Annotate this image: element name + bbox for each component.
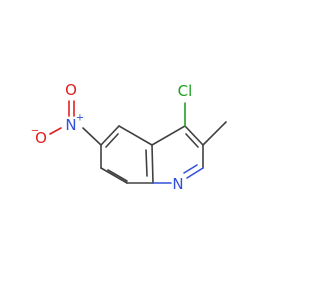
- nitro-oxygen-left-label: O: [35, 129, 47, 147]
- nitro-oxygen-left-charge: −: [31, 126, 39, 137]
- bond-c2-n1: [186, 167, 204, 179]
- bond-c4a-c5: [118, 125, 153, 146]
- bond-c7-c8-double: [107, 169, 128, 182]
- molecule-structure: Cl N N + O O −: [31, 81, 227, 193]
- bond-nitro-n-o-left: [49, 127, 62, 135]
- ring-nitrogen-label: N: [172, 175, 183, 193]
- substituents: [49, 100, 227, 146]
- bond-c3-methyl: [202, 121, 227, 146]
- bond-c4a-c4: [151, 125, 186, 146]
- bond-c2-n1-double: [183, 164, 198, 174]
- bond-c5-c6: [100, 125, 120, 146]
- bond-c4-c3: [184, 125, 204, 146]
- bond-c6-nitro-n: [82, 127, 102, 146]
- bond-c4-c3-double: [185, 133, 199, 148]
- nitro-nitrogen-charge: +: [76, 113, 84, 124]
- nitro-nitrogen-label: N: [65, 116, 76, 134]
- nitro-oxygen-top-label: O: [65, 81, 77, 99]
- quinoline-benzene-ring: [100, 125, 154, 184]
- atom-labels: Cl N N + O O −: [31, 81, 193, 193]
- bond-c7-c8: [100, 167, 128, 184]
- chlorine-label: Cl: [178, 82, 193, 100]
- bond-c8a-c4a-double: [145, 149, 148, 177]
- bond-c8a-c4a: [151, 144, 154, 184]
- quinoline-pyridine-ring: [151, 125, 204, 184]
- bond-c5-c6-double: [105, 133, 119, 148]
